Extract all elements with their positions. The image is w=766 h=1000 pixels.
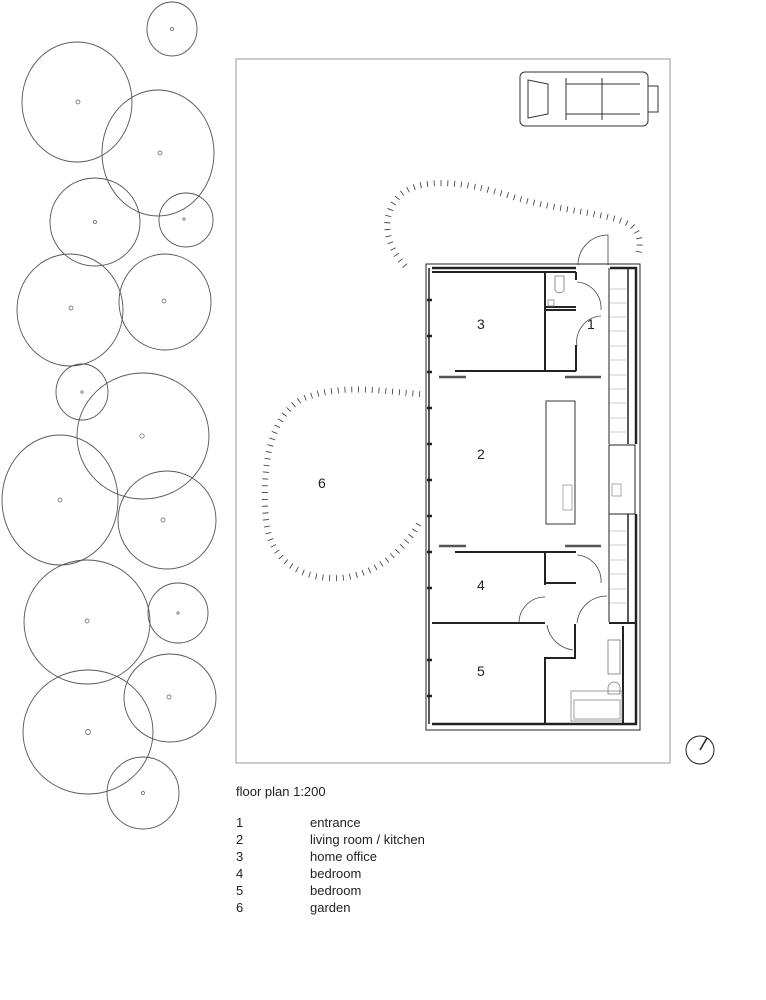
legend-num: 5 [236, 883, 244, 898]
tree [21, 41, 133, 163]
legend-label: garden [310, 900, 351, 915]
tree [23, 559, 151, 685]
tree [55, 363, 109, 421]
tree [22, 669, 154, 795]
legend-label: home office [310, 849, 377, 864]
tree [49, 177, 141, 267]
legend-label: bedroom [310, 866, 362, 881]
tree [123, 653, 217, 743]
legend-item: 1 entrance [236, 814, 425, 831]
legend-item: 4 bedroom [236, 865, 425, 882]
legend-item: 5 bedroom [236, 882, 425, 899]
legend-num: 4 [236, 866, 244, 881]
site-boundary [235, 58, 671, 764]
north-arrow-icon [685, 735, 715, 765]
room-label-6: 6 [318, 475, 326, 491]
legend-num: 3 [236, 849, 244, 864]
tree [146, 1, 198, 57]
tree [101, 89, 215, 217]
legend-num: 6 [236, 900, 244, 915]
room-label-1: 1 [587, 316, 595, 332]
tree-trunks [57, 27, 186, 795]
legend-num: 1 [236, 815, 244, 830]
car-icon [519, 71, 659, 127]
house [425, 234, 641, 731]
legend-label: bedroom [310, 883, 362, 898]
tree [117, 470, 217, 570]
legend-label: entrance [310, 815, 361, 830]
legend-title: floor plan 1:200 [236, 784, 326, 799]
room-label-3: 3 [477, 316, 485, 332]
legend-item: 3 home office [236, 848, 425, 865]
room-label-5: 5 [477, 663, 485, 679]
hedge-entrance [384, 180, 643, 269]
tree [1, 434, 119, 566]
hedge-garden [261, 386, 423, 582]
legend-item: 6 garden [236, 899, 425, 916]
tree [158, 192, 214, 248]
room-label-2: 2 [477, 446, 485, 462]
tree [118, 253, 212, 351]
tree [16, 253, 124, 367]
legend-item: 2 living room / kitchen [236, 831, 425, 848]
trees [1, 1, 217, 830]
legend: floor plan 1:200 1 entrance 2 living room … [236, 784, 425, 916]
tree [76, 372, 210, 500]
legend-num: 2 [236, 832, 244, 847]
tree [106, 756, 180, 830]
legend-label: living room / kitchen [310, 832, 425, 847]
room-label-4: 4 [477, 577, 485, 593]
tree [147, 582, 209, 644]
